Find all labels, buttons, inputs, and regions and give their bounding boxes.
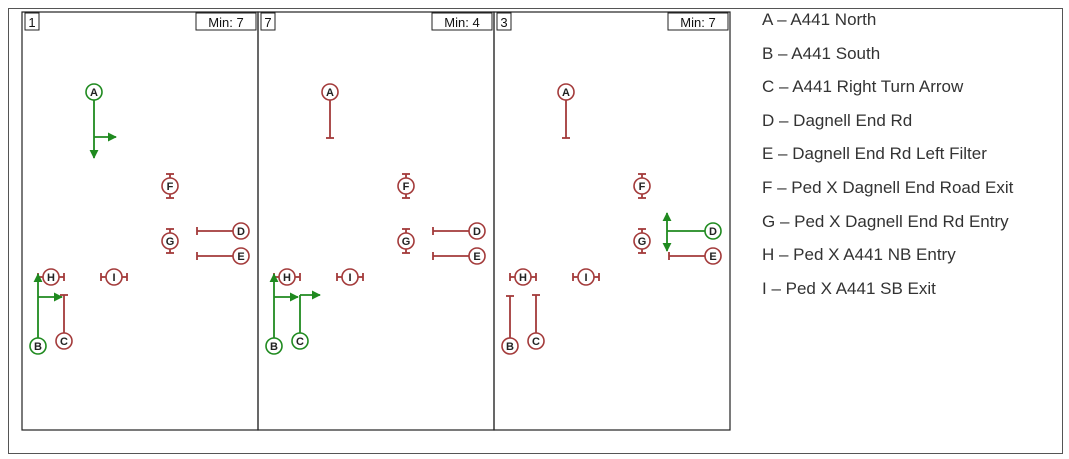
legend-item-c: C – A441 Right Turn Arrow (762, 77, 964, 97)
stage-1-number-box (24, 12, 40, 31)
diagram-frame (8, 8, 1063, 454)
stage-3-signal-label-c: C (532, 336, 540, 348)
stage-3-signal-label-g: G (638, 236, 647, 248)
stage-2-signal-label-d: D (473, 226, 481, 238)
stage-1-signal-label-g: G (166, 236, 175, 248)
stage-2-border (257, 11, 495, 431)
stage-1-signal-label-c: C (60, 336, 68, 348)
stage-1-signal-label-e: E (237, 251, 244, 263)
legend-item-e: E – Dagnell End Rd Left Filter (762, 144, 987, 164)
stage-2-signal-label-a: A (326, 87, 334, 99)
stage-1-signal-label-d: D (237, 226, 245, 238)
stage-1-panel: 1 Min: 7 A F G H I D E B C (21, 11, 259, 431)
stage-2-signal-label-c: C (296, 336, 304, 348)
stage-3-panel: 3 Min: 7 A F G H I D E B C (493, 11, 731, 431)
stage-1-signal-label-f: F (167, 181, 174, 193)
stage-2-signal-label-e: E (473, 251, 480, 263)
stage-2-min-box (431, 12, 493, 31)
stage-3-border (493, 11, 731, 431)
stage-3-signal-label-h: H (519, 272, 527, 284)
stage-3-min-label: Min: 7 (680, 15, 715, 30)
legend-item-f: F – Ped X Dagnell End Road Exit (762, 177, 1014, 197)
stage-1-signal-label-b: B (34, 341, 42, 353)
stage-2-signal-label-b: B (270, 341, 278, 353)
stage-3-min-box (667, 12, 729, 31)
stage-1-min-label: Min: 7 (208, 15, 243, 30)
stage-diagrams: 1 Min: 7 A F G H I D E B C 7 Min: 4 A F G H I D E B C 3 Min: 7 A… (21, 11, 731, 431)
legend-item-h: H – Ped X A441 NB Entry (762, 245, 956, 265)
stage-2-panel: 7 Min: 4 A F G H I D E B C (257, 11, 495, 431)
stage-1-min-box (195, 12, 257, 31)
legend-item-a: A – A441 North (762, 10, 877, 29)
phase-legend: A – A441 North B – A441 South C – A441 R… (762, 6, 1013, 308)
stage-3-signal-label-a: A (562, 87, 570, 99)
legend-item-d: D – Dagnell End Rd (762, 110, 913, 130)
legend-item-i: I – Ped X A441 SB Exit (762, 278, 936, 298)
stage-3-signal-label-e: E (709, 251, 716, 263)
stage-2-signal-label-f: F (403, 181, 410, 193)
stage-3-signal-label-b: B (506, 341, 514, 353)
stage-1-signal-label-h: H (47, 272, 55, 284)
stage-3-signal-label-f: F (639, 181, 646, 193)
stage-1-signal-label-i: I (112, 272, 115, 284)
stage-3-signal-label-i: I (584, 272, 587, 284)
stage-3-number-box (496, 12, 512, 31)
stage-3-number: 3 (500, 15, 507, 30)
stage-1-signal-label-a: A (90, 87, 98, 99)
stage-2-number: 7 (264, 15, 271, 30)
legend-item-b: B – A441 South (762, 43, 881, 63)
stage-2-min-label: Min: 4 (444, 15, 479, 30)
stage-2-signal-label-i: I (348, 272, 351, 284)
stage-3-signal-label-d: D (709, 226, 717, 238)
legend-item-g: G – Ped X Dagnell End Rd Entry (762, 211, 1009, 231)
stage-2-number-box (260, 12, 276, 31)
stage-2-signal-label-g: G (402, 236, 411, 248)
stage-2-signal-label-h: H (283, 272, 291, 284)
stage-1-number: 1 (28, 15, 35, 30)
stage-1-border (21, 11, 259, 431)
